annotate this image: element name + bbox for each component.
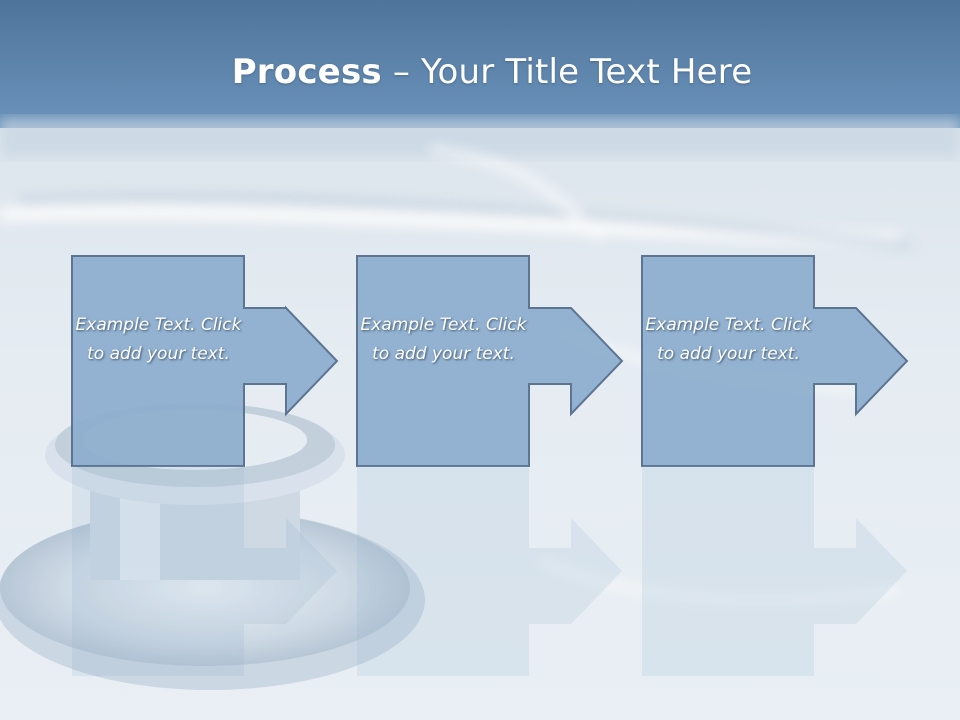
page-title: Process – Your Title Text Here xyxy=(0,52,960,92)
title-rest: – Your Title Text Here xyxy=(381,52,753,92)
arrow-callout-shape xyxy=(71,255,339,676)
process-step-2[interactable]: Example Text. Click to add your text. xyxy=(356,255,697,676)
process-step-3[interactable]: Example Text. Click to add your text. xyxy=(641,255,960,676)
step-1-text: Example Text. Click to add your text. xyxy=(75,315,242,364)
step-2-text: Example Text. Click to add your text. xyxy=(360,315,527,364)
step-3-text: Example Text. Click to add your text. xyxy=(645,315,812,364)
arrow-callout-shape xyxy=(356,255,624,676)
title-bold: Process xyxy=(231,52,382,92)
process-step-1[interactable]: Example Text. Click to add your text. xyxy=(71,255,412,676)
arrow-callout-shape xyxy=(641,255,909,676)
